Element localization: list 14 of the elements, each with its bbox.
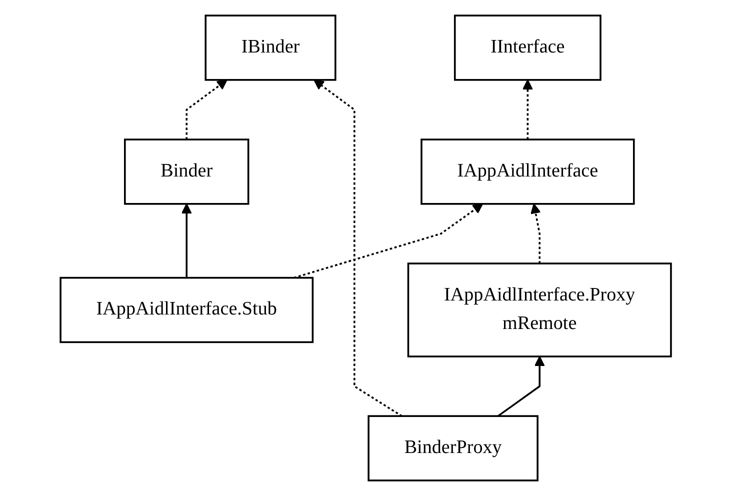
node-box: IAppAidlInterface.Stub xyxy=(59,276,314,344)
arrow xyxy=(313,79,402,417)
node-box: IInterface xyxy=(454,14,602,81)
arrow xyxy=(522,79,533,140)
node-box: IAppAidlInterface.Proxy mRemote xyxy=(407,262,672,358)
arrow xyxy=(181,203,192,278)
node-box: IBinder xyxy=(204,14,336,81)
arrow xyxy=(530,203,541,264)
node-box: BinderProxy xyxy=(367,415,538,482)
node-box: Binder xyxy=(124,138,249,205)
arrow xyxy=(185,79,228,140)
node-box: IAppAidlInterface xyxy=(420,138,635,205)
arrow xyxy=(497,356,545,417)
arrow xyxy=(293,203,483,279)
